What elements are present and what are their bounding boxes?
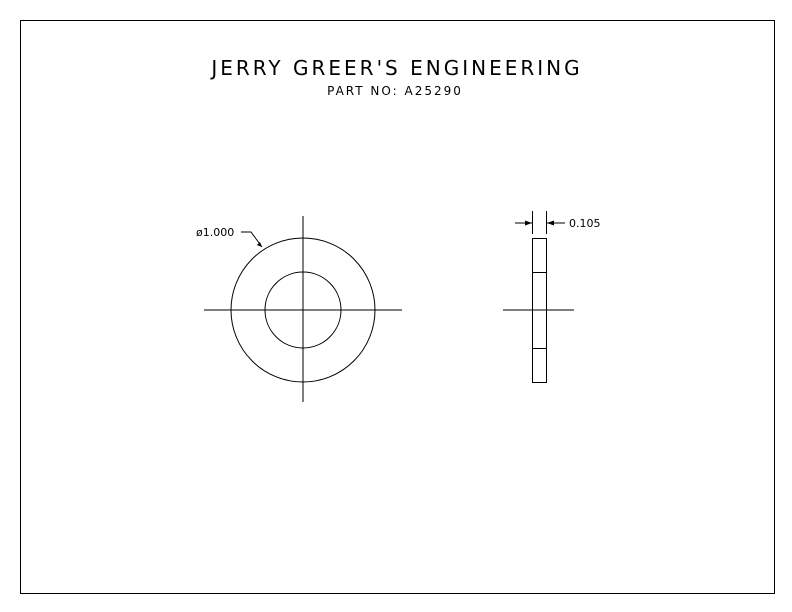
diameter-label: ø1.000 (196, 226, 234, 239)
thickness-dimension: 0.105 (515, 211, 601, 234)
sheet-border (20, 20, 775, 594)
diameter-leader-arrow (257, 242, 262, 247)
diameter-leader-line (241, 231, 263, 248)
thickness-arrow-right (547, 220, 554, 226)
thickness-label: 0.105 (569, 217, 601, 230)
thickness-arrow-left (525, 220, 532, 226)
part-number: PART NO: A25290 (327, 84, 463, 98)
front-view: ø1.000 (196, 216, 402, 402)
diameter-dimension: ø1.000 (196, 226, 263, 248)
side-view: 0.105 (503, 211, 601, 383)
company-title: JERRY GREER'S ENGINEERING (209, 56, 582, 80)
title-block: JERRY GREER'S ENGINEERING PART NO: A2529… (209, 56, 582, 98)
